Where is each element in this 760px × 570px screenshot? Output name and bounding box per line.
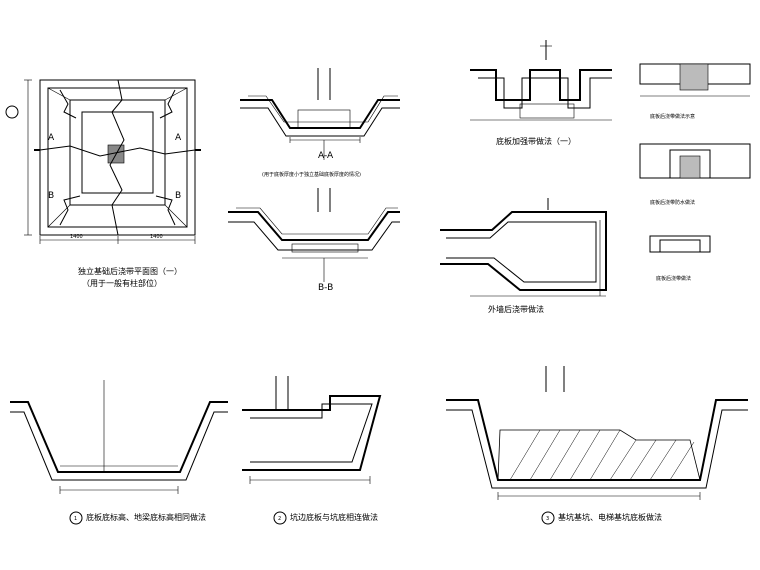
dim-left: 1400	[70, 234, 83, 240]
section-a-a: A-A (用于底板厚度小于独立基础底板厚度的情况)	[240, 68, 400, 178]
section-label-bb: B-B	[318, 283, 333, 293]
callout-3: 3	[546, 516, 549, 522]
pit-profile-1	[10, 401, 228, 473]
band-profile	[470, 69, 612, 101]
bottom-detail-3: 3 基坑基坑、电梯基坑底板做法	[446, 366, 748, 525]
bottom-detail-2: 2 坑边底板与坑底相连做法	[242, 376, 382, 525]
dim-right: 1400	[150, 234, 163, 240]
section-b-b: B-B	[228, 188, 400, 293]
bottom-detail-1: 1 底板底标高、地梁底标高相同做法	[10, 380, 228, 525]
bottom-caption-3: 基坑基坑、电梯基坑底板做法	[558, 512, 662, 522]
callout-1: 1	[74, 516, 77, 522]
foundation-plan: A A B B 1400 1400 独立基础后浇带平面图（一） （用于一般有柱部…	[5, 79, 201, 288]
outer-wall-detail: 外墙后浇带做法	[440, 198, 607, 314]
section-cut-b-left: B	[48, 191, 54, 201]
wall-profile	[440, 211, 607, 291]
section-cut-a-left: A	[48, 133, 55, 143]
right-caption-2: 底板后浇带防水做法	[650, 199, 695, 206]
section-cut-b-right: B	[175, 191, 181, 201]
plan-title: 独立基础后浇带平面图（一）	[78, 266, 182, 276]
plan-subtitle: （用于一般有柱部位）	[82, 278, 162, 288]
reinforcement-band-detail: 底板加强带做法（一）	[470, 40, 612, 146]
top-center-note: (用于底板厚度小于独立基础底板厚度的情况)	[262, 171, 361, 178]
right-caption-3: 底板后浇带做法	[656, 275, 691, 282]
pit-outline	[69, 99, 166, 206]
callout-2: 2	[278, 516, 281, 522]
right-caption-1: 底板后浇带做法示意	[650, 113, 695, 120]
middle-caption: 外墙后浇带做法	[488, 304, 544, 314]
pit-profile-2	[242, 395, 382, 471]
post-cast-band-line-h	[39, 145, 196, 157]
slab-profile-bb	[228, 211, 400, 241]
section-label-aa: A-A	[318, 151, 334, 161]
section-cut-a-right: A	[175, 133, 182, 143]
right-column-details: 底板后浇带做法示意 底板后浇带防水做法 底板后浇带做法	[639, 63, 751, 282]
pit-bottom	[81, 111, 154, 194]
slab-profile-aa	[240, 99, 400, 129]
hatched-fill-zone	[497, 429, 701, 481]
plan-inner-boundary	[47, 87, 188, 228]
bottom-caption-1: 底板底标高、地梁底标高相同做法	[86, 512, 206, 522]
bottom-caption-2: 坑边底板与坑底相连做法	[290, 512, 378, 522]
top-right-caption: 底板加强带做法（一）	[496, 136, 576, 146]
axis-circle	[5, 105, 19, 119]
